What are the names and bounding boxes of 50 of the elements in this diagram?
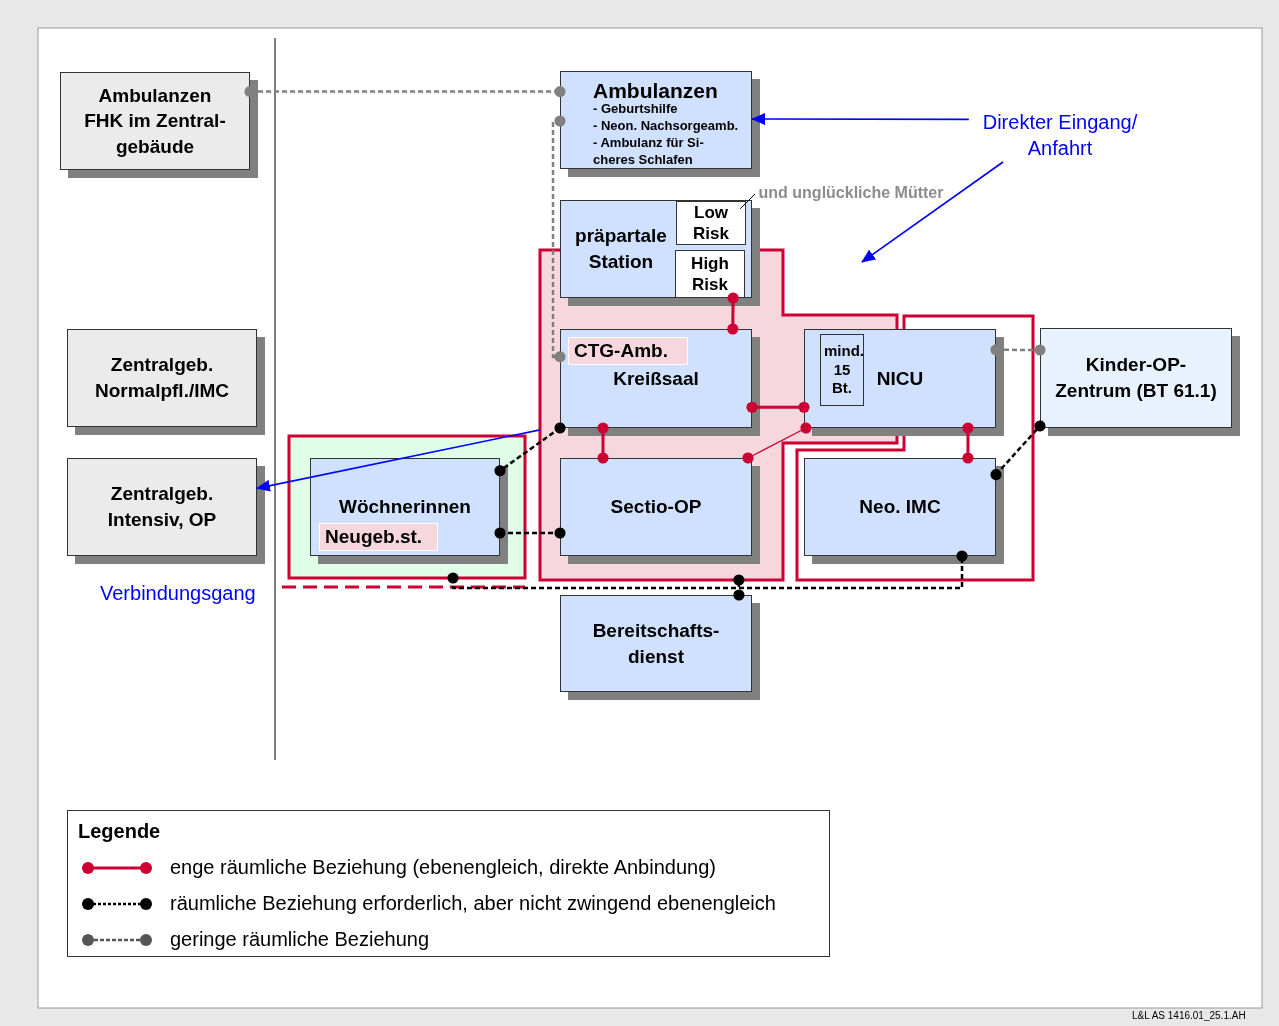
box-title: Zentralgeb. Normalpfl./IMC bbox=[93, 353, 231, 403]
box-title: Kreißsaal bbox=[613, 366, 699, 391]
box-title: Ambulanzen FHK im Zentral- gebäude bbox=[83, 83, 227, 159]
connector-line bbox=[494, 422, 566, 477]
box-title: Kinder-OP- Zentrum (BT 61.1) bbox=[1054, 353, 1218, 403]
bed-count-box bbox=[820, 334, 864, 406]
arrow bbox=[751, 113, 970, 126]
box-title: Ambulanzen bbox=[593, 80, 718, 101]
connector-line bbox=[990, 420, 1046, 481]
leader-line bbox=[739, 193, 756, 210]
connector-line bbox=[990, 344, 1046, 356]
box-title: Bereitschafts- dienst bbox=[591, 618, 721, 669]
risk-box bbox=[676, 201, 746, 245]
connector-line bbox=[742, 422, 812, 464]
document-number: L&L AS 1416.01_25.1.AH bbox=[1132, 1010, 1246, 1021]
box-title: High Risk bbox=[690, 252, 730, 296]
connector-line bbox=[597, 422, 609, 464]
list-item: - Ambulanz für Si- cheres Schlafen bbox=[593, 134, 705, 169]
box-title: präpartale Station bbox=[574, 224, 668, 274]
legend-text: geringe räumliche Beziehung bbox=[170, 928, 430, 951]
sub-area-label bbox=[568, 337, 688, 365]
arrow bbox=[861, 161, 1004, 263]
list-item: - Neon. Nachsorgeamb. bbox=[593, 117, 739, 135]
legend-text: räumliche Beziehung erforderlich, aber nicht zwingend ebenengleich bbox=[170, 892, 776, 915]
connector-line bbox=[494, 527, 566, 539]
annotation-text: Direkter Eingang/ Anfahrt bbox=[981, 110, 1139, 161]
connector-line bbox=[447, 550, 968, 590]
list-item: - Geburtshilfe bbox=[593, 101, 678, 118]
box-title: Zentralgeb. Intensiv, OP bbox=[106, 482, 218, 532]
legend-text: enge räumliche Beziehung (ebenengleich, direkte Anbindung) bbox=[170, 856, 716, 879]
sub-area-label bbox=[319, 523, 438, 551]
ward-zone bbox=[289, 436, 525, 578]
box-title: CTG-Amb. bbox=[574, 339, 668, 363]
box-title: NICU bbox=[876, 366, 924, 391]
connector-line bbox=[244, 86, 566, 98]
caption-text: Verbindungsgang bbox=[100, 582, 256, 605]
box-title: Wöchnerinnen bbox=[339, 495, 471, 520]
connector-line bbox=[746, 401, 810, 413]
connector-line bbox=[962, 422, 974, 464]
legend-title: Legende bbox=[78, 820, 161, 843]
arrow bbox=[256, 429, 541, 492]
box-title: Sectio-OP bbox=[610, 495, 702, 520]
connector-line bbox=[551, 115, 566, 363]
box-title: Neugeb.st. bbox=[325, 525, 423, 549]
risk-box bbox=[675, 250, 745, 298]
box-title: Neo. IMC bbox=[859, 495, 941, 520]
connector-line bbox=[727, 292, 739, 335]
annotation-text: und unglückliche Mütter bbox=[758, 182, 944, 203]
box-title: Low Risk bbox=[692, 201, 730, 245]
connector-line bbox=[733, 574, 745, 601]
